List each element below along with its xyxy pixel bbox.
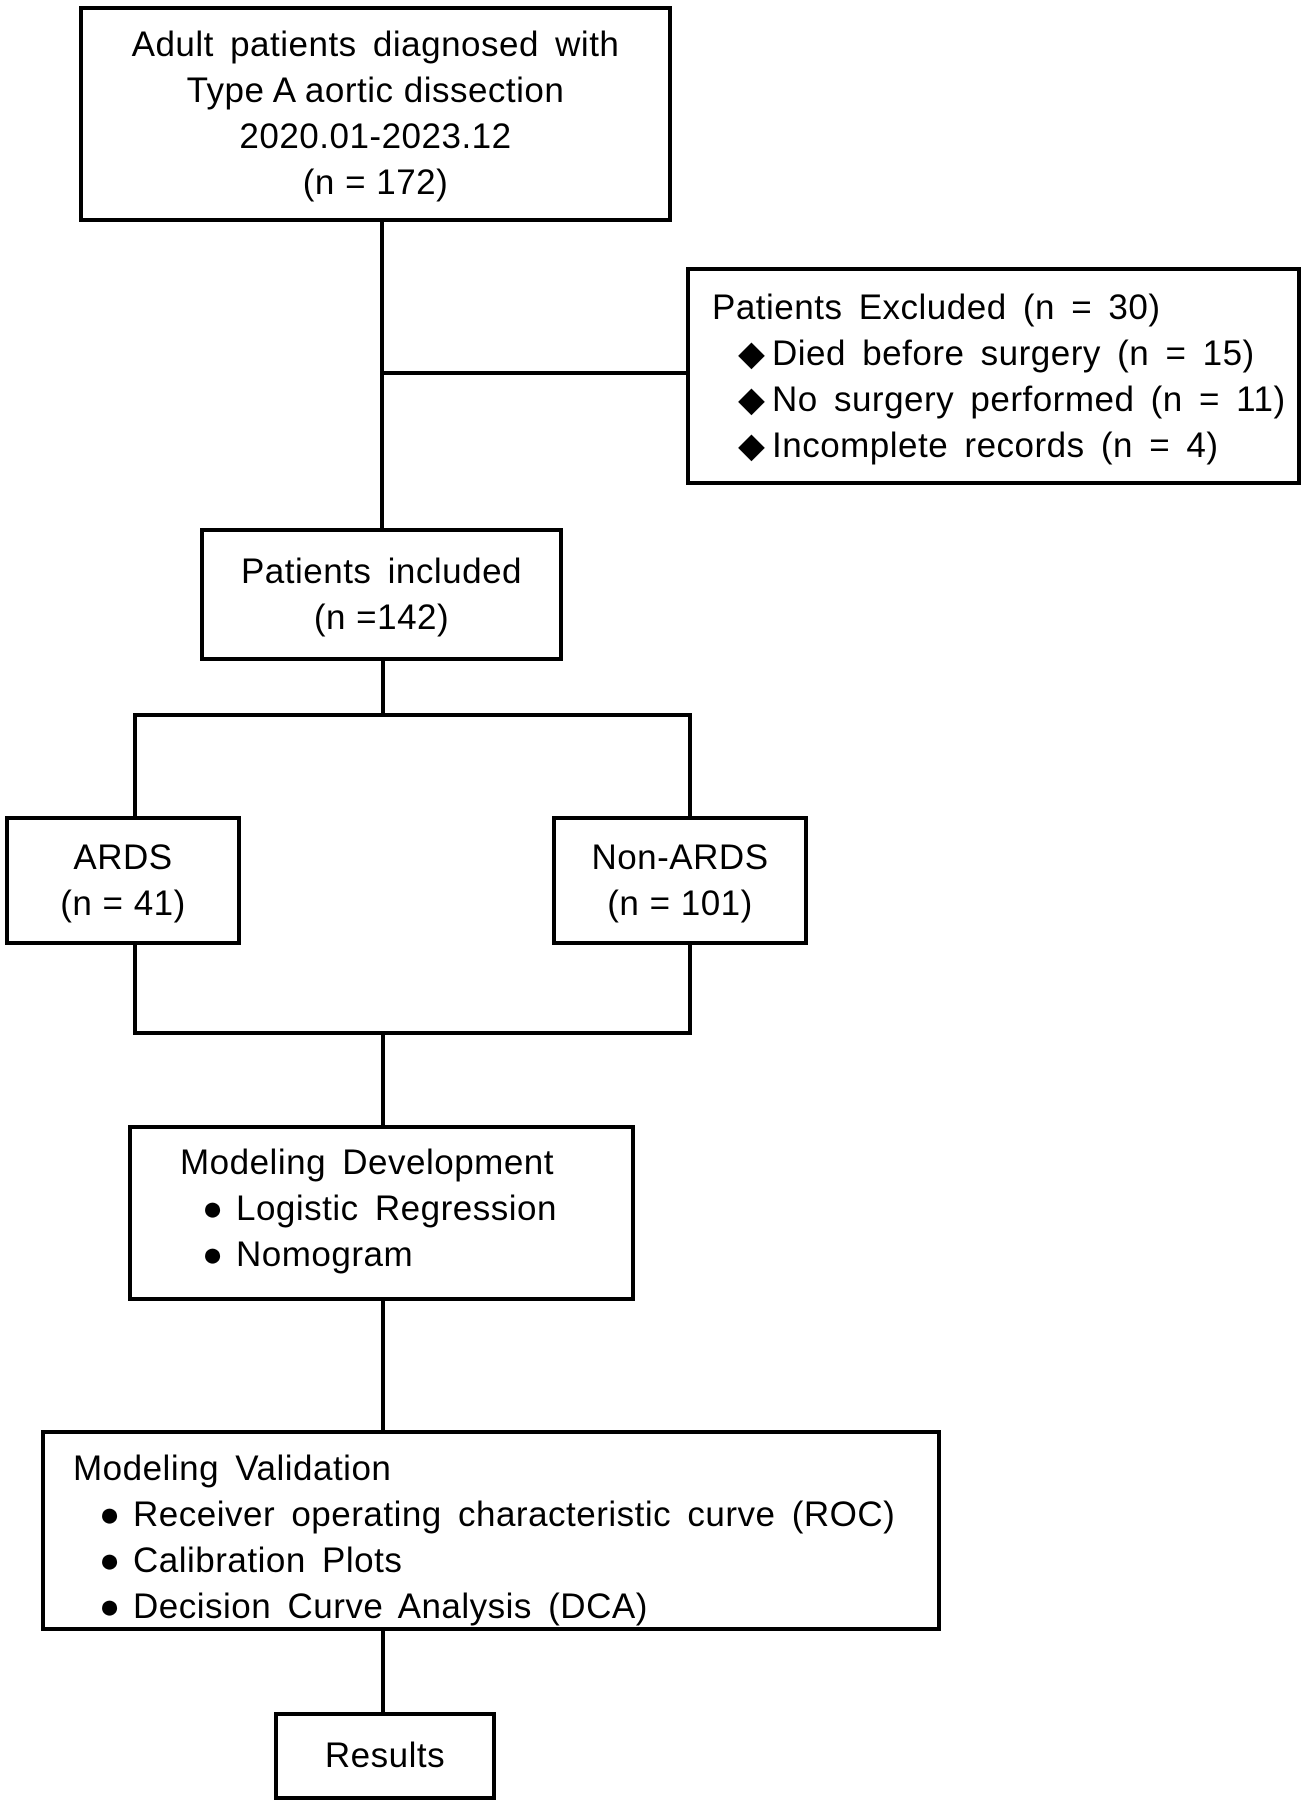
- connector-development-to-validation: [381, 1301, 385, 1430]
- development-item: ● Logistic Regression: [180, 1186, 631, 1232]
- connector-non-ards-to-merge: [688, 941, 692, 1035]
- validation-item-label: Decision Curve Analysis (DCA): [133, 1587, 648, 1626]
- validation-item: ● Calibration Plots: [73, 1538, 937, 1584]
- excluded-title: Patients Excluded (n = 30): [712, 288, 1161, 327]
- ards-line-1: ARDS: [73, 837, 173, 877]
- excluded-item: ◆Died before surgery (n = 15): [712, 331, 1297, 377]
- excluded-item-label: Died before surgery (n = 15): [772, 334, 1255, 373]
- connector-start-to-included: [380, 222, 384, 528]
- excluded-box: Patients Excluded (n = 30) ◆Died before …: [686, 267, 1301, 485]
- filled-circle-bullet-icon: ●: [202, 1189, 224, 1228]
- validation-item: ● Receiver operating characteristic curve…: [73, 1492, 937, 1538]
- development-item-label: Logistic Regression: [236, 1189, 557, 1228]
- start-line-4: (n = 172): [302, 163, 449, 202]
- included-line-1: Patients included: [240, 551, 523, 591]
- ards-line-2: (n = 41): [60, 883, 186, 923]
- connector-included-to-split: [381, 661, 385, 717]
- results-box: Results: [274, 1712, 496, 1800]
- filled-circle-bullet-icon: ●: [99, 1587, 121, 1626]
- validation-title: Modeling Validation: [73, 1449, 392, 1488]
- connector-split-to-ards: [133, 713, 137, 816]
- ards-group-box: ARDS (n = 41): [5, 816, 241, 945]
- connector-ards-to-merge: [133, 941, 137, 1035]
- diamond-bullet-icon: ◆: [738, 334, 766, 373]
- filled-circle-bullet-icon: ●: [202, 1235, 224, 1274]
- development-item-label: Nomogram: [236, 1235, 414, 1274]
- connector-merge-horizontal: [133, 1031, 692, 1035]
- filled-circle-bullet-icon: ●: [99, 1495, 121, 1534]
- start-population-box: Adult patients diagnosed with Type A aor…: [79, 6, 672, 222]
- excluded-item-label: No surgery performed (n = 11): [772, 380, 1286, 419]
- non-ards-group-box: Non-ARDS (n = 101): [552, 816, 808, 945]
- connector-to-excluded: [380, 371, 686, 375]
- modeling-validation-box: Modeling Validation ● Receiver operating …: [41, 1430, 941, 1631]
- diamond-bullet-icon: ◆: [738, 426, 766, 465]
- filled-circle-bullet-icon: ●: [99, 1541, 121, 1580]
- non-ards-line-1: Non-ARDS: [591, 837, 769, 877]
- validation-item: ● Decision Curve Analysis (DCA): [73, 1584, 937, 1630]
- results-label: Results: [324, 1736, 446, 1775]
- connector-validation-to-results: [381, 1627, 385, 1712]
- excluded-item-label: Incomplete records (n = 4): [772, 426, 1219, 465]
- connector-merge-to-development: [381, 1031, 385, 1125]
- development-item: ● Nomogram: [180, 1232, 631, 1278]
- start-line-1: Adult patients diagnosed with: [131, 25, 620, 64]
- modeling-development-box: Modeling Development ● Logistic Regressio…: [128, 1125, 635, 1301]
- included-line-2: (n =142): [313, 597, 450, 637]
- included-box: Patients included (n =142): [200, 528, 563, 661]
- validation-item-label: Calibration Plots: [133, 1541, 403, 1580]
- connector-split-to-non-ards: [688, 713, 692, 816]
- excluded-item: ◆Incomplete records (n = 4): [712, 423, 1297, 469]
- non-ards-line-2: (n = 101): [607, 883, 753, 923]
- development-title: Modeling Development: [180, 1143, 554, 1182]
- excluded-item: ◆No surgery performed (n = 11): [712, 377, 1297, 423]
- start-line-3: 2020.01-2023.12: [239, 117, 512, 156]
- connector-split-horizontal: [133, 713, 692, 717]
- validation-item-label: Receiver operating characteristic curve …: [133, 1495, 896, 1534]
- start-line-2: Type A aortic dissection: [186, 71, 565, 110]
- diamond-bullet-icon: ◆: [738, 380, 766, 419]
